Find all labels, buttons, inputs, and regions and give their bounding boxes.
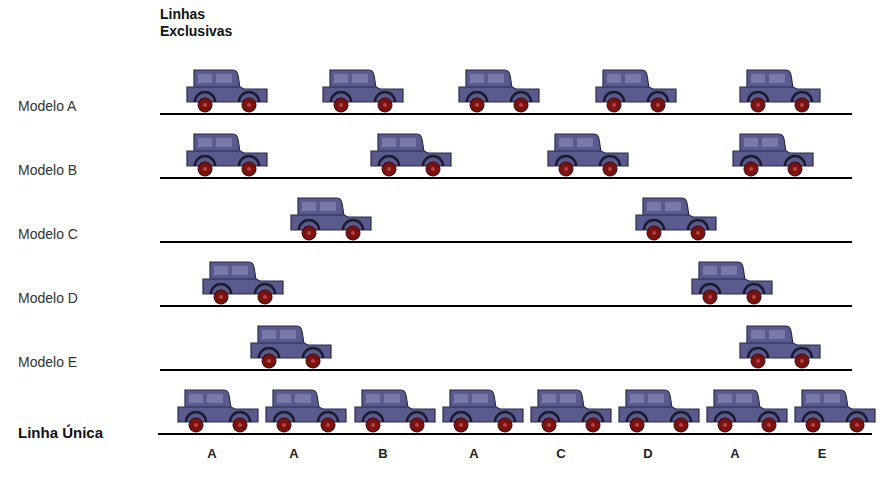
line-label: Modelo C — [18, 226, 78, 242]
line-rails — [158, 114, 872, 434]
line-label: Linha Única — [18, 424, 103, 441]
line-label: Modelo B — [18, 162, 77, 178]
cars — [178, 70, 875, 432]
model-letter: E — [818, 446, 827, 461]
line-label: Modelo A — [18, 98, 76, 114]
line-label: Modelo D — [18, 290, 78, 306]
line-label: Modelo E — [18, 354, 77, 370]
model-letter: B — [378, 446, 387, 461]
diagram-title: Linhas Exclusivas — [160, 6, 238, 40]
model-letter: A — [730, 446, 739, 461]
model-letter: A — [207, 446, 216, 461]
model-letter: C — [556, 446, 565, 461]
model-letter: A — [289, 446, 298, 461]
model-letter: A — [469, 446, 478, 461]
model-letter: D — [643, 446, 652, 461]
